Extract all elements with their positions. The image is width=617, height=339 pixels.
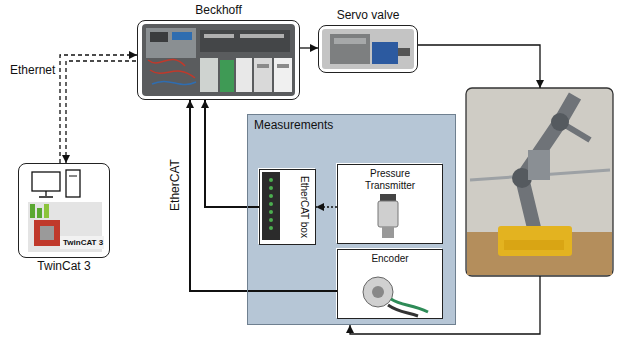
sensor-box: Encoder [337, 249, 443, 319]
measurement-panel: MeasurementsEtherCAT box Pressure Transmi… [247, 114, 456, 325]
io-module-image [262, 172, 280, 240]
node-caption: TwinCat 3 [37, 260, 90, 274]
connector-path [300, 47, 318, 48]
link-label: Ethernet [10, 64, 55, 78]
bus-label: EtherCAT [169, 159, 183, 211]
sensor-box: Pressure Transmitter [337, 164, 443, 244]
node-heading: EtherCAT box [298, 176, 310, 238]
controller-photo [142, 24, 295, 96]
node-heading: Servo valve [337, 9, 400, 23]
ethercat-line [190, 100, 337, 291]
io-box: EtherCAT box [259, 169, 316, 245]
control-arrow [300, 48, 318, 49]
pc-box: TwinCAT 3TwinCat 3 [18, 163, 110, 258]
ethercat-line [205, 100, 259, 207]
node-heading: Encoder [371, 253, 408, 265]
node-heading: Pressure Transmitter [350, 168, 430, 191]
node-heading: Measurements [254, 119, 333, 133]
encoder-image [363, 277, 428, 316]
node-heading: TwinCAT 3 [63, 238, 103, 247]
node-heading: Beckhoff [195, 4, 241, 18]
box-fill [336, 163, 442, 243]
signal-line [418, 45, 540, 88]
connector-path [205, 100, 259, 207]
connector-path [60, 55, 137, 163]
panel-fill [247, 114, 456, 325]
ethernet-link [60, 55, 137, 163]
connector-path [316, 206, 337, 207]
connector-path [190, 100, 337, 291]
pc-icon [28, 170, 104, 252]
servo-valve-photo [322, 29, 414, 69]
controller-box: Beckhoff [137, 20, 300, 100]
connector-path [66, 61, 137, 163]
box-fill [336, 248, 442, 318]
box-fill [258, 168, 315, 244]
robot-photo [466, 88, 613, 276]
pressure-transmitter-image [378, 194, 398, 238]
servo-valve-box: Servo valve [318, 25, 418, 73]
analog-signal-line [316, 207, 337, 208]
feedback-line [350, 276, 540, 334]
